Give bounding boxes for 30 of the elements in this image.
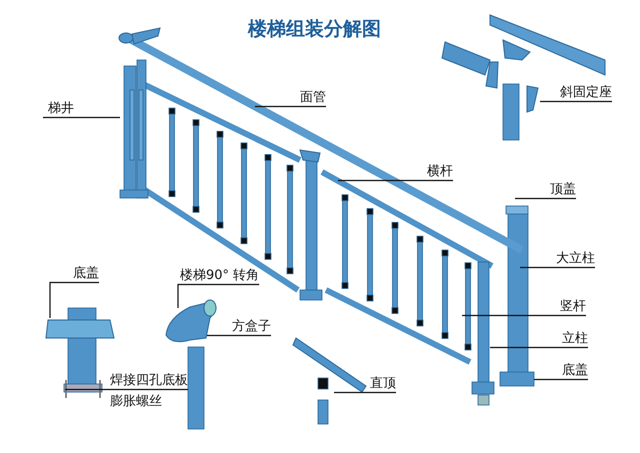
leader-line	[534, 378, 588, 380]
callout-label: 竖杆	[560, 299, 586, 315]
callout-label: 直顶	[370, 376, 396, 392]
leader-line	[65, 388, 188, 390]
callout-label: 底盖	[562, 363, 588, 379]
leader-line	[255, 106, 326, 108]
callout-label: 大立柱	[556, 251, 595, 267]
callout-label: 梯井	[48, 101, 74, 117]
title: 楼梯组装分解图	[248, 17, 381, 42]
leader-line	[490, 346, 588, 348]
callout-label: 立柱	[562, 331, 588, 347]
leader-line	[338, 180, 453, 182]
leader-line	[515, 198, 576, 200]
leader-line	[207, 334, 271, 336]
leader-line	[462, 314, 586, 316]
callout-label: 焊接四孔底板	[110, 373, 188, 389]
callout-label: 方盒子	[232, 319, 271, 335]
part-label: 膨胀螺丝	[110, 394, 162, 410]
callout-label: 横杆	[427, 164, 453, 180]
callout-label: 顶盖	[550, 182, 576, 198]
callout-label: 底盖	[73, 266, 99, 282]
callout-label: 斜固定座	[560, 85, 612, 101]
leader-line	[334, 392, 396, 394]
leader-line	[520, 266, 595, 268]
leader-line	[43, 116, 120, 118]
leader-line	[177, 284, 260, 308]
callout-label: 楼梯90° 转角	[180, 268, 260, 284]
leader-line	[49, 282, 99, 318]
leader-line	[540, 100, 612, 102]
callout-label: 面管	[300, 90, 326, 106]
